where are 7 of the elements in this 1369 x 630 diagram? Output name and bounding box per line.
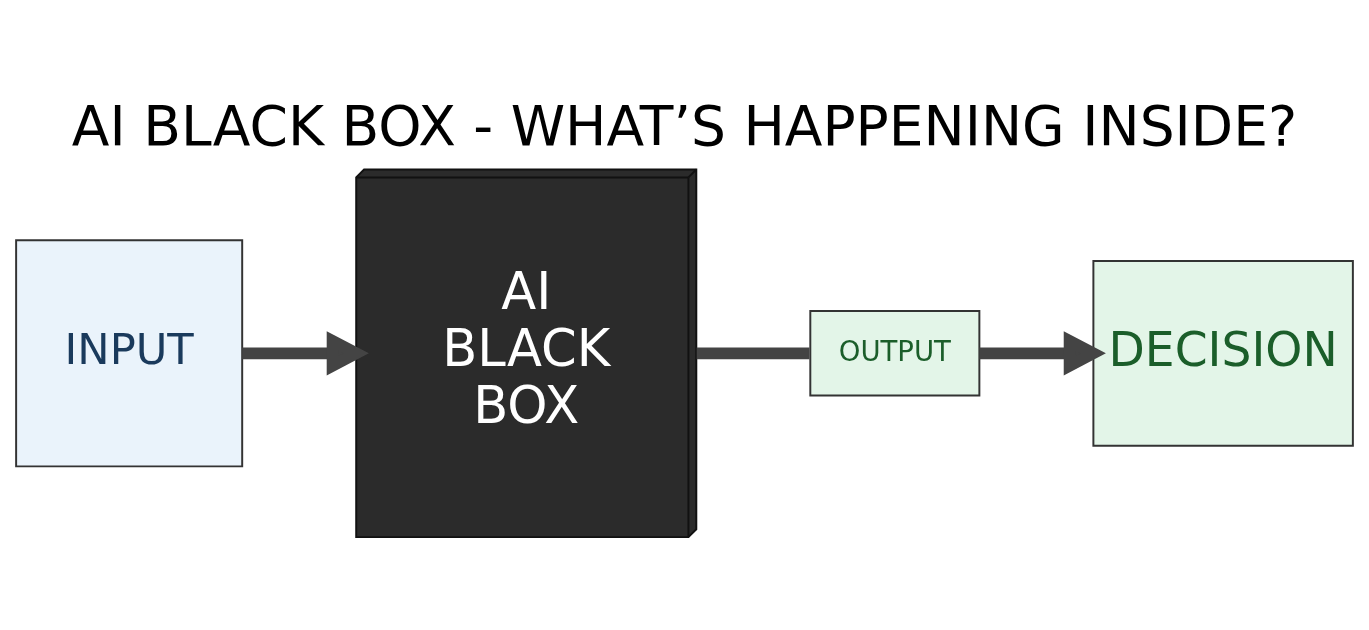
diagram-title: AI BLACK BOX - WHAT’S HAPPENING INSIDE? — [71, 93, 1298, 158]
node-box: DECISION — [1092, 259, 1354, 447]
arrow — [979, 331, 1106, 376]
arrow — [242, 331, 369, 376]
connector — [696, 347, 810, 360]
node-box: OUTPUT — [809, 310, 981, 397]
node-box: INPUT — [15, 239, 244, 468]
